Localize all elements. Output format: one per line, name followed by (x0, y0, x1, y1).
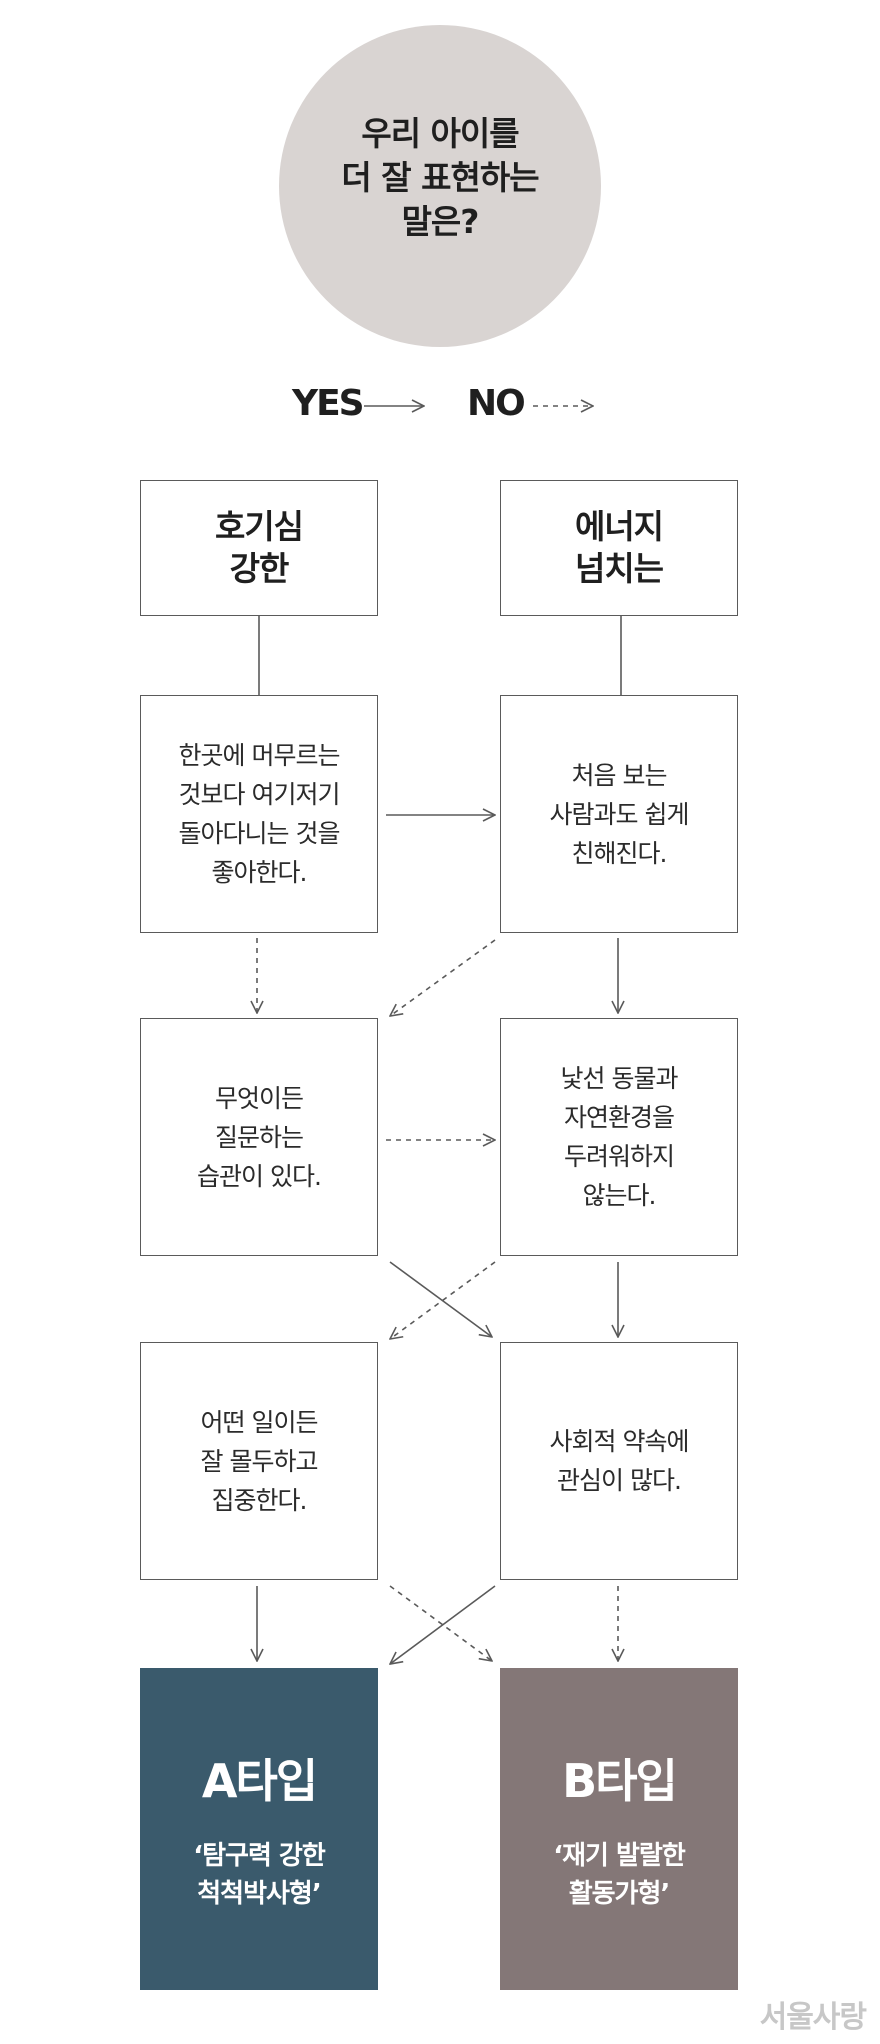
legend-no-label: NO (467, 383, 526, 424)
left-question-2-box: 무엇이든 질문하는 습관이 있다. (140, 1018, 378, 1256)
right-question-3-box: 사회적 약속에 관심이 많다. (500, 1342, 738, 1580)
arrow-right-q1-no (390, 939, 496, 1016)
arrow-left-q3-no (389, 1585, 492, 1661)
result-b-box: B타입 ‘재기 발랄한 활동가형’ (500, 1668, 738, 1990)
watermark-logo: 서울사랑 (759, 2000, 867, 2035)
left-question-3-text: 어떤 일이든 잘 몰두하고 집중한다. (200, 1407, 319, 1515)
question-circle (279, 25, 601, 347)
left-question-1-text: 한곳에 머무르는 것보다 여기저기 돌아다니는 것을 좋아한다. (178, 741, 341, 887)
left-question-2-text: 무엇이든 질문하는 습관이 있다. (197, 1083, 322, 1191)
right-question-2-box: 낯선 동물과 자연환경을 두려워하지 않는다. (500, 1018, 738, 1256)
arrow-right-q2-no (390, 1261, 496, 1339)
right-question-1-text: 처음 보는 사람과도 쉽게 친해진다. (549, 760, 690, 868)
right-question-3-text: 사회적 약속에 관심이 많다. (549, 1427, 690, 1495)
right-question-2-text: 낯선 동물과 자연환경을 두려워하지 않는다. (560, 1064, 679, 1210)
arrow-right-q3-yes (390, 1585, 496, 1664)
arrow-left-q2-yes (389, 1261, 492, 1337)
question-text: 우리 아이를 더 잘 표현하는 말은? (341, 114, 539, 241)
left-question-1-box: 한곳에 머무르는 것보다 여기저기 돌아다니는 것을 좋아한다. (140, 695, 378, 933)
left-header-text: 호기심 강한 (214, 507, 304, 588)
left-header-box: 호기심 강한 (140, 480, 378, 616)
result-a-box: A타입 ‘탐구력 강한 척척박사형’ (140, 1668, 378, 1990)
legend-yes-label: YES (292, 383, 365, 424)
result-b-title: B타입 (562, 1754, 678, 1808)
result-a-desc: ‘탐구력 강한 척척박사형’ (193, 1841, 326, 1909)
left-question-3-box: 어떤 일이든 잘 몰두하고 집중한다. (140, 1342, 378, 1580)
right-header-box: 에너지 넘치는 (500, 480, 738, 616)
result-a-title: A타입 (201, 1754, 318, 1808)
result-b-desc: ‘재기 발랄한 활동가형’ (553, 1841, 686, 1909)
right-question-1-box: 처음 보는 사람과도 쉽게 친해진다. (500, 695, 738, 933)
right-header-text: 에너지 넘치는 (574, 507, 664, 588)
